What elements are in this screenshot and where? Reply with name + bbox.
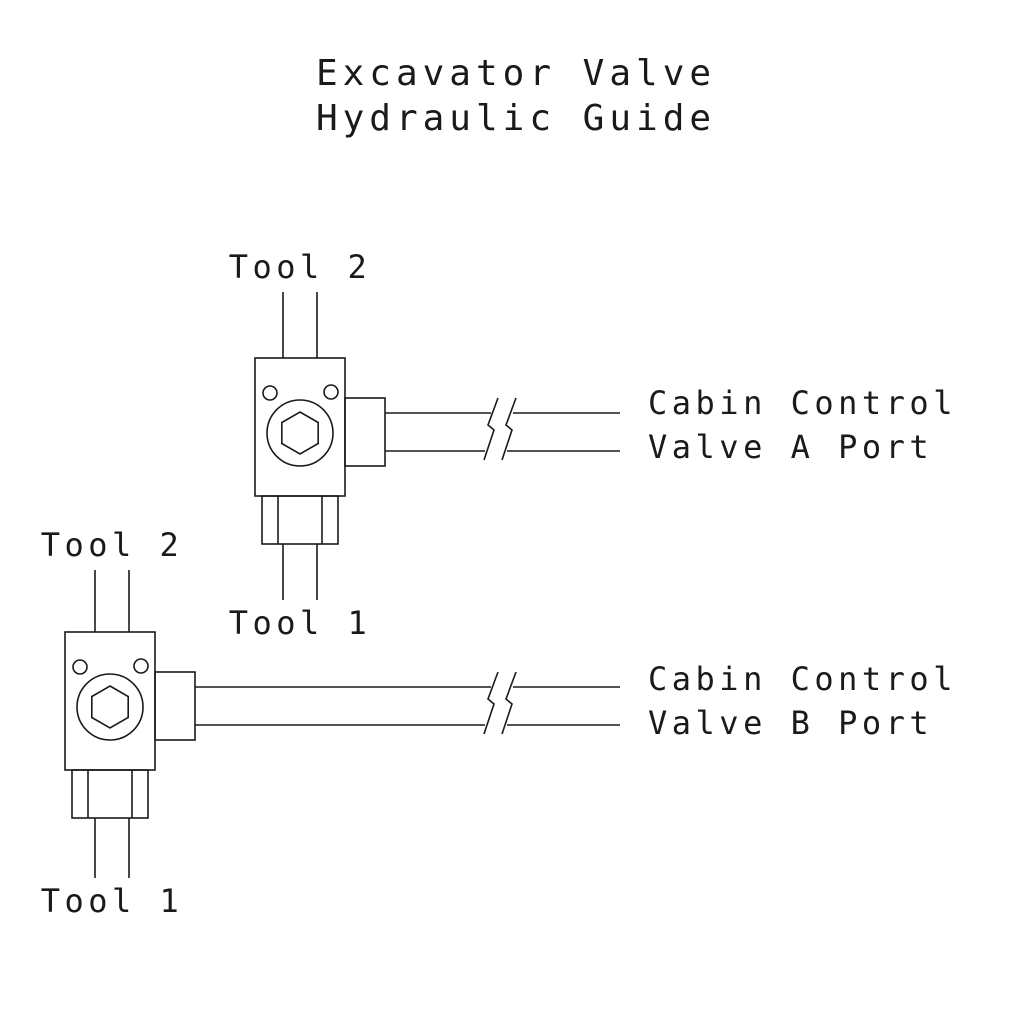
valve-a-pipe-break-symbol-left — [483, 397, 499, 461]
valve-a-outlet-port — [344, 397, 386, 467]
valve-a-assembly: Tool 2 Cabin Control Valve A Port — [229, 248, 957, 642]
valve-b-pipe-break-symbol-left — [483, 671, 499, 735]
valve-b-port-label-line2: Valve B Port — [648, 704, 933, 742]
valve-a-port-label-line2: Valve A Port — [648, 428, 933, 466]
valve-b-body — [64, 631, 156, 771]
valve-a-tool1-label: Tool 1 — [229, 604, 372, 642]
valve-a-bolt-hole-left-icon — [262, 385, 278, 401]
valve-b-outlet-port — [154, 671, 196, 741]
valve-a-bottom-fitting — [261, 495, 339, 545]
valve-b-pipe-break-symbol-right — [501, 671, 517, 735]
valve-a-bolt-hole-right-icon — [323, 384, 339, 400]
valve-b-hex-socket-icon — [91, 685, 129, 729]
valve-b-bolt-hole-left-icon — [72, 659, 88, 675]
valve-a-port-label-line1: Cabin Control — [648, 384, 957, 422]
valve-b-tool2-label: Tool 2 — [41, 526, 184, 564]
valve-a-pipe-break-symbol-right — [501, 397, 517, 461]
valve-a-body — [254, 357, 346, 497]
diagram-title-line1: Excavator Valve — [316, 53, 716, 94]
valve-b-bolt-hole-right-icon — [133, 658, 149, 674]
valve-b-socket-bore — [76, 673, 144, 741]
valve-b-tool1-label: Tool 1 — [41, 882, 184, 920]
valve-a-tool2-label: Tool 2 — [229, 248, 372, 286]
valve-a-socket-bore — [266, 399, 334, 467]
valve-b-bottom-fitting — [71, 769, 149, 819]
valve-b-assembly: Tool 2 Cabin Control Valve B Port — [41, 526, 957, 920]
valve-a-hex-socket-icon — [280, 411, 320, 455]
valve-b-port-label-line1: Cabin Control — [648, 660, 957, 698]
diagram-title-line2: Hydraulic Guide — [316, 98, 716, 139]
